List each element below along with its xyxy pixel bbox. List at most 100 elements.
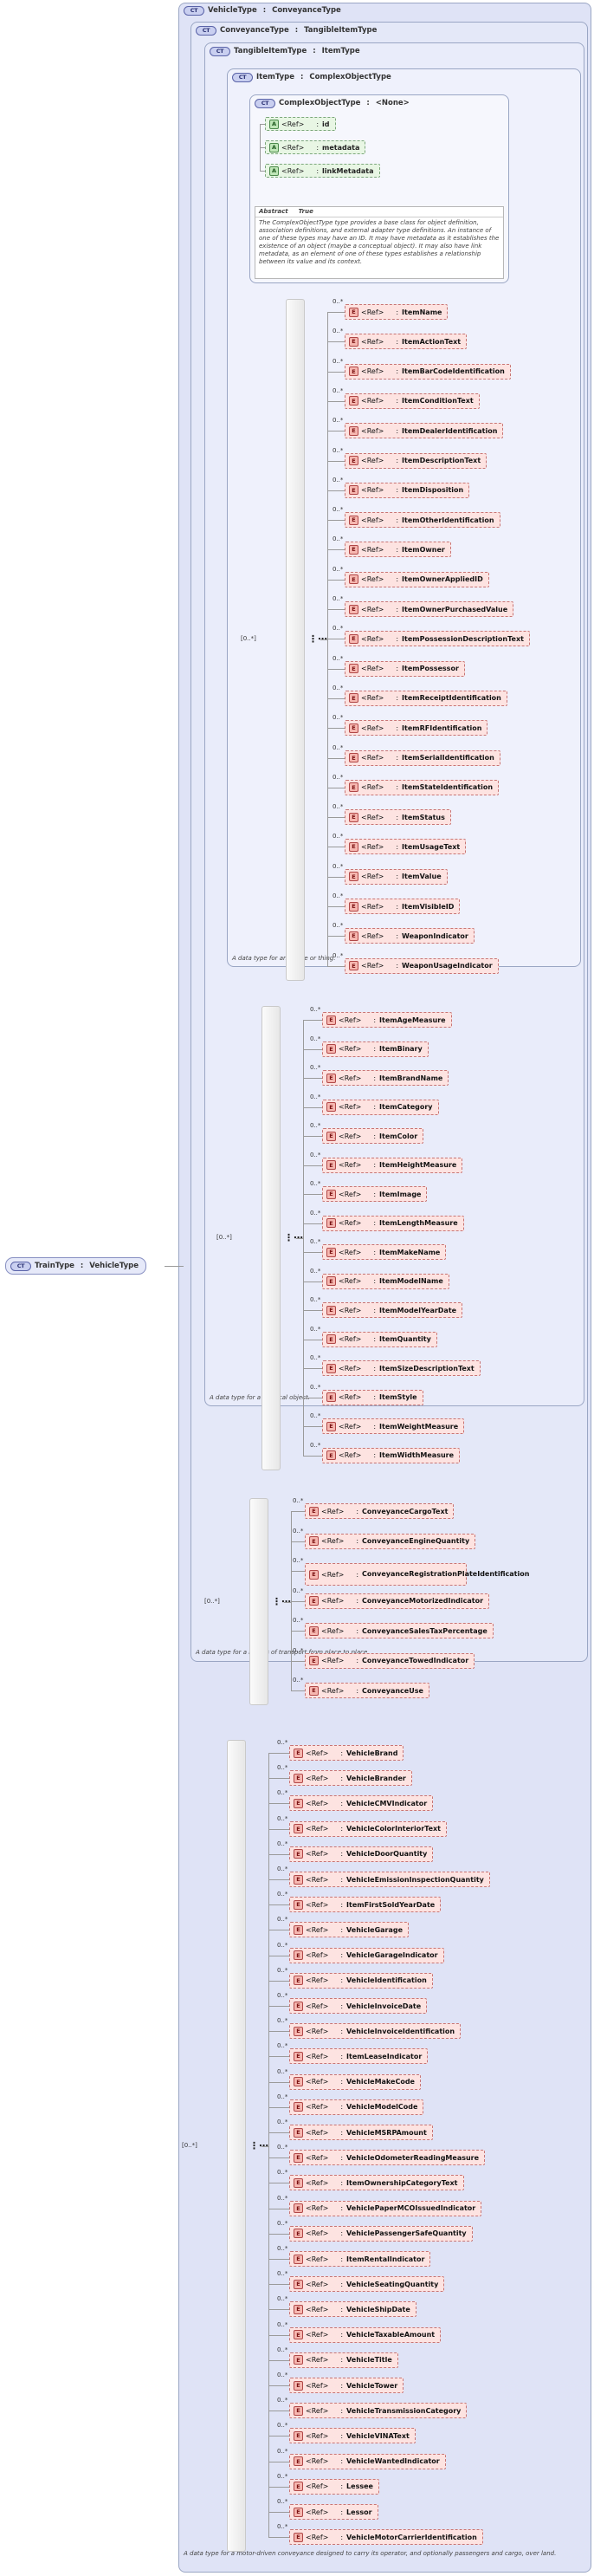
element-VehicleMakeCode[interactable]: E<Ref>:VehicleMakeCode — [289, 2073, 421, 2090]
element-multiplicity: 0..* — [333, 535, 344, 543]
attribute-linkMetadata[interactable]: A<Ref>:linkMetadata — [265, 164, 380, 178]
element-name: ConveyanceCargoText — [362, 1507, 449, 1515]
element-ItemOwnerAppliedID[interactable]: E<Ref>:ItemOwnerAppliedID — [345, 571, 489, 587]
element-ItemStateIdentification[interactable]: E<Ref>:ItemStateIdentification — [345, 779, 500, 795]
element-ConveyanceCargoText[interactable]: E<Ref>:ConveyanceCargoText — [305, 1503, 455, 1519]
element-ItemVisibleID[interactable]: E<Ref>:ItemVisibleID — [345, 899, 461, 914]
element-ItemCategory[interactable]: E<Ref>:ItemCategory — [322, 1099, 439, 1115]
element-ItemImage[interactable]: E<Ref>:ItemImage — [322, 1186, 428, 1202]
attribute-metadata[interactable]: A<Ref>:metadata — [265, 140, 366, 154]
element-VehicleInvoiceDate[interactable]: E<Ref>:VehicleInvoiceDate — [289, 1998, 428, 2014]
element-icon: E — [349, 901, 358, 912]
element-ItemMakeName[interactable]: E<Ref>:ItemMakeName — [322, 1244, 447, 1260]
element-VehicleInvoiceIdentification[interactable]: E<Ref>:VehicleInvoiceIdentification — [289, 2023, 462, 2040]
element-ref: <Ref> — [306, 2229, 329, 2238]
element-ItemOwnerPurchasedValue[interactable]: E<Ref>:ItemOwnerPurchasedValue — [345, 601, 514, 617]
element-ItemConditionText[interactable]: E<Ref>:ItemConditionText — [345, 393, 480, 409]
train-type-root[interactable]: CT TrainType : VehicleType — [5, 1257, 147, 1275]
element-ItemWeightMeasure[interactable]: E<Ref>:ItemWeightMeasure — [322, 1418, 465, 1434]
element-VehicleTransmissionCategory[interactable]: E<Ref>:VehicleTransmissionCategory — [289, 2403, 468, 2419]
element-VehicleMotorCarrierIdentification[interactable]: E<Ref>:VehicleMotorCarrierIdentification — [289, 2529, 483, 2546]
element-ItemSizeDescriptionText[interactable]: E<Ref>:ItemSizeDescriptionText — [322, 1360, 481, 1376]
element-ItemColor[interactable]: E<Ref>:ItemColor — [322, 1128, 424, 1144]
element-ConveyanceMotorizedIndicator[interactable]: E<Ref>:ConveyanceMotorizedIndicator — [305, 1593, 490, 1609]
element-ItemName[interactable]: E<Ref>:ItemName — [345, 304, 449, 320]
element-VehicleColorInteriorText[interactable]: E<Ref>:VehicleColorInteriorText — [289, 1820, 447, 1837]
element-ItemOwnershipCategoryText[interactable]: E<Ref>:ItemOwnershipCategoryText — [289, 2175, 464, 2191]
element-VehicleGarageIndicator[interactable]: E<Ref>:VehicleGarageIndicator — [289, 1947, 444, 1963]
element-VehicleShipDate[interactable]: E<Ref>:VehicleShipDate — [289, 2301, 416, 2318]
element-ItemBarCodeIdentification[interactable]: E<Ref>:ItemBarCodeIdentification — [345, 363, 511, 380]
element-VehicleCMVIndicator[interactable]: E<Ref>:VehicleCMVIndicator — [289, 1795, 434, 1812]
element-ItemDisposition[interactable]: E<Ref>:ItemDisposition — [345, 482, 470, 498]
element-name: VehicleInvoiceIdentification — [346, 2027, 455, 2035]
element-ItemAgeMeasure[interactable]: E<Ref>:ItemAgeMeasure — [322, 1012, 452, 1028]
element-ItemDescriptionText[interactable]: E<Ref>:ItemDescriptionText — [345, 452, 487, 469]
element-VehicleWantedIndicator[interactable]: E<Ref>:VehicleWantedIndicator — [289, 2453, 446, 2469]
element-VehicleIdentification[interactable]: E<Ref>:VehicleIdentification — [289, 1972, 433, 1989]
element-VehiclePassengerSafeQuantity[interactable]: E<Ref>:VehiclePassengerSafeQuantity — [289, 2225, 473, 2242]
element-WeaponUsageIndicator[interactable]: E<Ref>:WeaponUsageIndicator — [345, 957, 499, 974]
element-ItemActionText[interactable]: E<Ref>:ItemActionText — [345, 334, 468, 350]
element-VehicleBrander[interactable]: E<Ref>:VehicleBrander — [289, 1770, 412, 1787]
element-ItemUsageText[interactable]: E<Ref>:ItemUsageText — [345, 839, 467, 855]
element-ItemOwner[interactable]: E<Ref>:ItemOwner — [345, 542, 451, 558]
element-ItemPossessionDescriptionText[interactable]: E<Ref>:ItemPossessionDescriptionText — [345, 631, 530, 647]
element-ItemStyle[interactable]: E<Ref>:ItemStyle — [322, 1389, 423, 1405]
element-Lessee[interactable]: E<Ref>:Lessee — [289, 2478, 379, 2495]
element-ItemLengthMeasure[interactable]: E<Ref>:ItemLengthMeasure — [322, 1215, 464, 1231]
element-VehicleModelCode[interactable]: E<Ref>:VehicleModelCode — [289, 2099, 424, 2115]
element-multiplicity: 0..* — [333, 951, 344, 959]
connector-line — [268, 2359, 289, 2361]
element-VehicleMSRPAmount[interactable]: E<Ref>:VehicleMSRPAmount — [289, 2125, 433, 2140]
element-VehicleDoorQuantity[interactable]: E<Ref>:VehicleDoorQuantity — [289, 1846, 434, 1862]
element-VehicleTaxableAmount[interactable]: E<Ref>:VehicleTaxableAmount — [289, 2326, 442, 2343]
connector-line — [260, 124, 265, 125]
element-ItemBinary[interactable]: E<Ref>:ItemBinary — [322, 1041, 429, 1057]
element-ItemSerialIdentification[interactable]: E<Ref>:ItemSerialIdentification — [345, 749, 500, 766]
element-WeaponIndicator[interactable]: E<Ref>:WeaponIndicator — [345, 928, 475, 944]
element-ItemLeaseIndicator[interactable]: E<Ref>:ItemLeaseIndicator — [289, 2048, 429, 2065]
element-name: VehicleShipDate — [346, 2305, 410, 2313]
element-multiplicity: 0..* — [333, 476, 344, 483]
element-ConveyanceRegistrationPlateIdentification[interactable]: E<Ref>:ConveyanceRegistrationPlateIdenti… — [305, 1563, 529, 1586]
element-ItemWidthMeasure[interactable]: E<Ref>:ItemWidthMeasure — [322, 1447, 461, 1463]
element-multiplicity: 0..* — [277, 2270, 288, 2278]
element-multiplicity: 0..* — [310, 1064, 321, 1071]
element-ref: <Ref> — [306, 1875, 329, 1884]
element-VehicleBrand[interactable]: E<Ref>:VehicleBrand — [289, 1745, 404, 1761]
element-VehicleTower[interactable]: E<Ref>:VehicleTower — [289, 2378, 404, 2393]
element-VehicleEmissionInspectionQuantity[interactable]: E<Ref>:VehicleEmissionInspectionQuantity — [289, 1872, 490, 1887]
element-ConveyanceSalesTaxPercentage[interactable]: E<Ref>:ConveyanceSalesTaxPercentage — [305, 1623, 494, 1638]
element-multiplicity: 0..* — [277, 2119, 288, 2125]
element-VehicleSeatingQuantity[interactable]: E<Ref>:VehicleSeatingQuantity — [289, 2276, 445, 2293]
element-Lessor[interactable]: E<Ref>:Lessor — [289, 2504, 378, 2520]
element-ItemBrandName[interactable]: E<Ref>:ItemBrandName — [322, 1070, 449, 1086]
element-icon: E — [294, 2532, 303, 2542]
element-multiplicity: 0..* — [277, 2219, 288, 2227]
element-ItemPossessor[interactable]: E<Ref>:ItemPossessor — [345, 660, 465, 677]
element-ItemModelYearDate[interactable]: E<Ref>:ItemModelYearDate — [322, 1302, 463, 1318]
element-ItemStatus[interactable]: E<Ref>:ItemStatus — [345, 809, 451, 826]
element-ConveyanceTowedIndicator[interactable]: E<Ref>:ConveyanceTowedIndicator — [305, 1652, 475, 1669]
element-ItemModelName[interactable]: E<Ref>:ItemModelName — [322, 1273, 449, 1289]
element-ItemReceiptIdentification[interactable]: E<Ref>:ItemReceiptIdentification — [345, 690, 507, 706]
element-VehiclePaperMCOIssuedIndicator[interactable]: E<Ref>:VehiclePaperMCOIssuedIndicator — [289, 2200, 482, 2216]
element-VehicleTitle[interactable]: E<Ref>:VehicleTitle — [289, 2352, 398, 2368]
element-VehicleGarage[interactable]: E<Ref>:VehicleGarage — [289, 1922, 410, 1938]
element-ItemValue[interactable]: E<Ref>:ItemValue — [345, 868, 448, 885]
element-ItemRFIdentification[interactable]: E<Ref>:ItemRFIdentification — [345, 720, 488, 736]
element-ItemHeightMeasure[interactable]: E<Ref>:ItemHeightMeasure — [322, 1157, 463, 1173]
element-icon: E — [309, 1536, 319, 1546]
element-ItemQuantity[interactable]: E<Ref>:ItemQuantity — [322, 1331, 437, 1347]
attribute-id[interactable]: A<Ref>:id — [265, 117, 336, 131]
element-ItemFirstSoldYearDate[interactable]: E<Ref>:ItemFirstSoldYearDate — [289, 1897, 442, 1913]
element-ConveyanceUse[interactable]: E<Ref>:ConveyanceUse — [305, 1683, 429, 1698]
element-ItemDealerIdentification[interactable]: E<Ref>:ItemDealerIdentification — [345, 423, 504, 439]
element-ItemRentalIndicator[interactable]: E<Ref>:ItemRentalIndicator — [289, 2251, 431, 2267]
element-name: VehiclePassengerSafeQuantity — [346, 2229, 467, 2238]
element-VehicleOdometerReadingMeasure[interactable]: E<Ref>:VehicleOdometerReadingMeasure — [289, 2150, 486, 2166]
element-ConveyanceEngineQuantity[interactable]: E<Ref>:ConveyanceEngineQuantity — [305, 1533, 476, 1549]
element-VehicleVINAText[interactable]: E<Ref>:VehicleVINAText — [289, 2428, 416, 2444]
element-ItemOtherIdentification[interactable]: E<Ref>:ItemOtherIdentification — [345, 512, 500, 529]
